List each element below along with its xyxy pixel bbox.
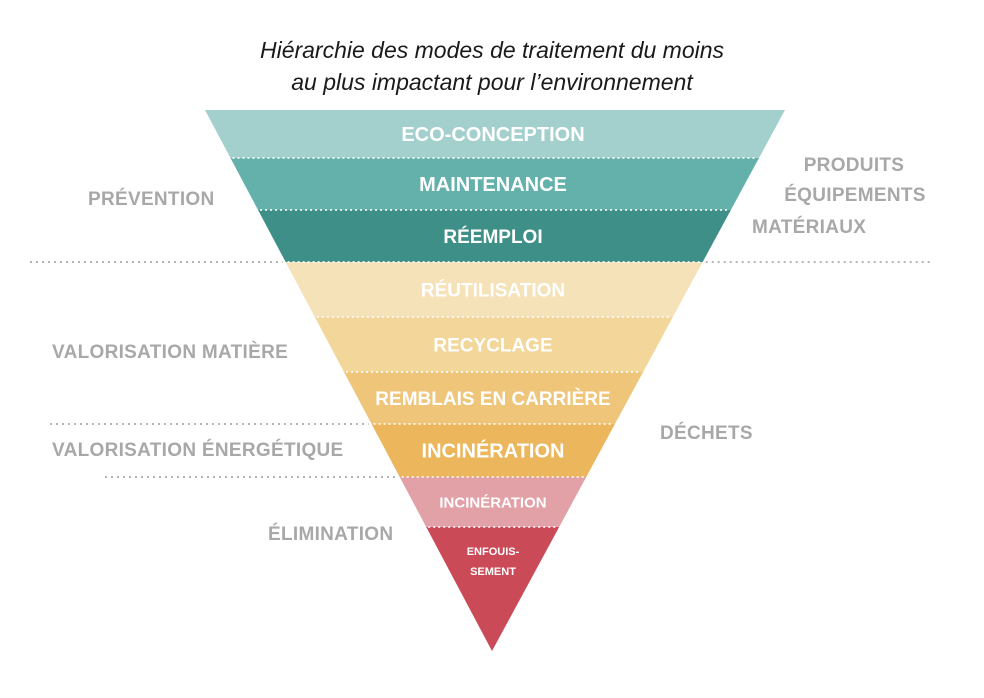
band-4 <box>314 317 673 372</box>
label-elimination: ÉLIMINATION <box>268 524 394 545</box>
band-5 <box>343 372 644 424</box>
band-label: REMBLAIS EN CARRIÈRE <box>375 388 610 410</box>
title-line-1: Hiérarchie des modes de traitement du mo… <box>259 37 725 63</box>
label-valorisation-energetique: VALORISATION ÉNERGÉTIQUE <box>52 440 344 461</box>
band-0 <box>205 110 785 158</box>
label-dechets: DÉCHETS <box>660 423 753 444</box>
band-label: INCINÉRATION <box>439 494 546 511</box>
band-8 <box>426 527 560 651</box>
band-label: RÉUTILISATION <box>421 279 565 301</box>
band-3 <box>285 262 703 317</box>
label-materiaux: MATÉRIAUX <box>752 217 867 238</box>
label-prevention: PRÉVENTION <box>88 189 215 210</box>
band-label: MAINTENANCE <box>419 174 567 196</box>
band-label: ECO-CONCEPTION <box>401 124 584 146</box>
title-line-2: au plus impactant pour l’environnement <box>291 69 693 95</box>
band-7 <box>399 477 587 527</box>
band-label: RÉEMPLOI <box>443 226 542 248</box>
band-label: ENFOUIS- <box>467 546 520 558</box>
band-label: RECYCLAGE <box>433 335 552 356</box>
band-label: SEMENT <box>470 566 516 578</box>
label-equipements: ÉQUIPEMENTS <box>784 185 926 206</box>
label-valorisation-matiere: VALORISATION MATIÈRE <box>52 342 289 363</box>
band-label: INCINÉRATION <box>422 440 565 463</box>
band-6 <box>371 424 615 477</box>
band-2 <box>258 210 731 262</box>
label-produits: PRODUITS <box>803 155 905 176</box>
band-1 <box>230 158 760 210</box>
